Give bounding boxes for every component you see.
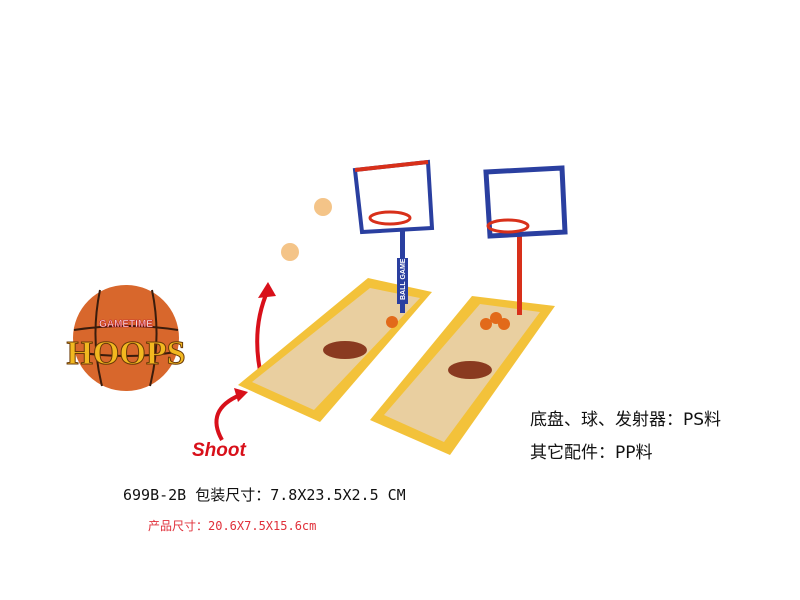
ball-flying-2	[281, 243, 299, 261]
game-court-left	[238, 159, 435, 422]
material-line-1: 底盘、球、发射器：PS料	[530, 410, 722, 430]
game-court-right	[370, 165, 568, 455]
shoot-arrow-small-icon	[214, 393, 241, 441]
svg-text:GAMETIME: GAMETIME	[99, 319, 153, 330]
shoot-label: Shoot	[192, 440, 246, 461]
backboard-pole-text: BALL GAME	[400, 258, 407, 300]
ball-flying-1	[314, 198, 332, 216]
material-line-2: 其它配件：PP料	[530, 443, 653, 463]
product-size: 产品尺寸：20.6X7.5X15.6cm	[148, 519, 317, 533]
svg-text:HOOPS: HOOPS	[66, 335, 185, 372]
hoops-logo-ball: GAMETIME HOOPS	[66, 285, 186, 391]
model-and-package-size: 699B-2B 包装尺寸：7.8X23.5X2.5 CM	[123, 486, 406, 504]
